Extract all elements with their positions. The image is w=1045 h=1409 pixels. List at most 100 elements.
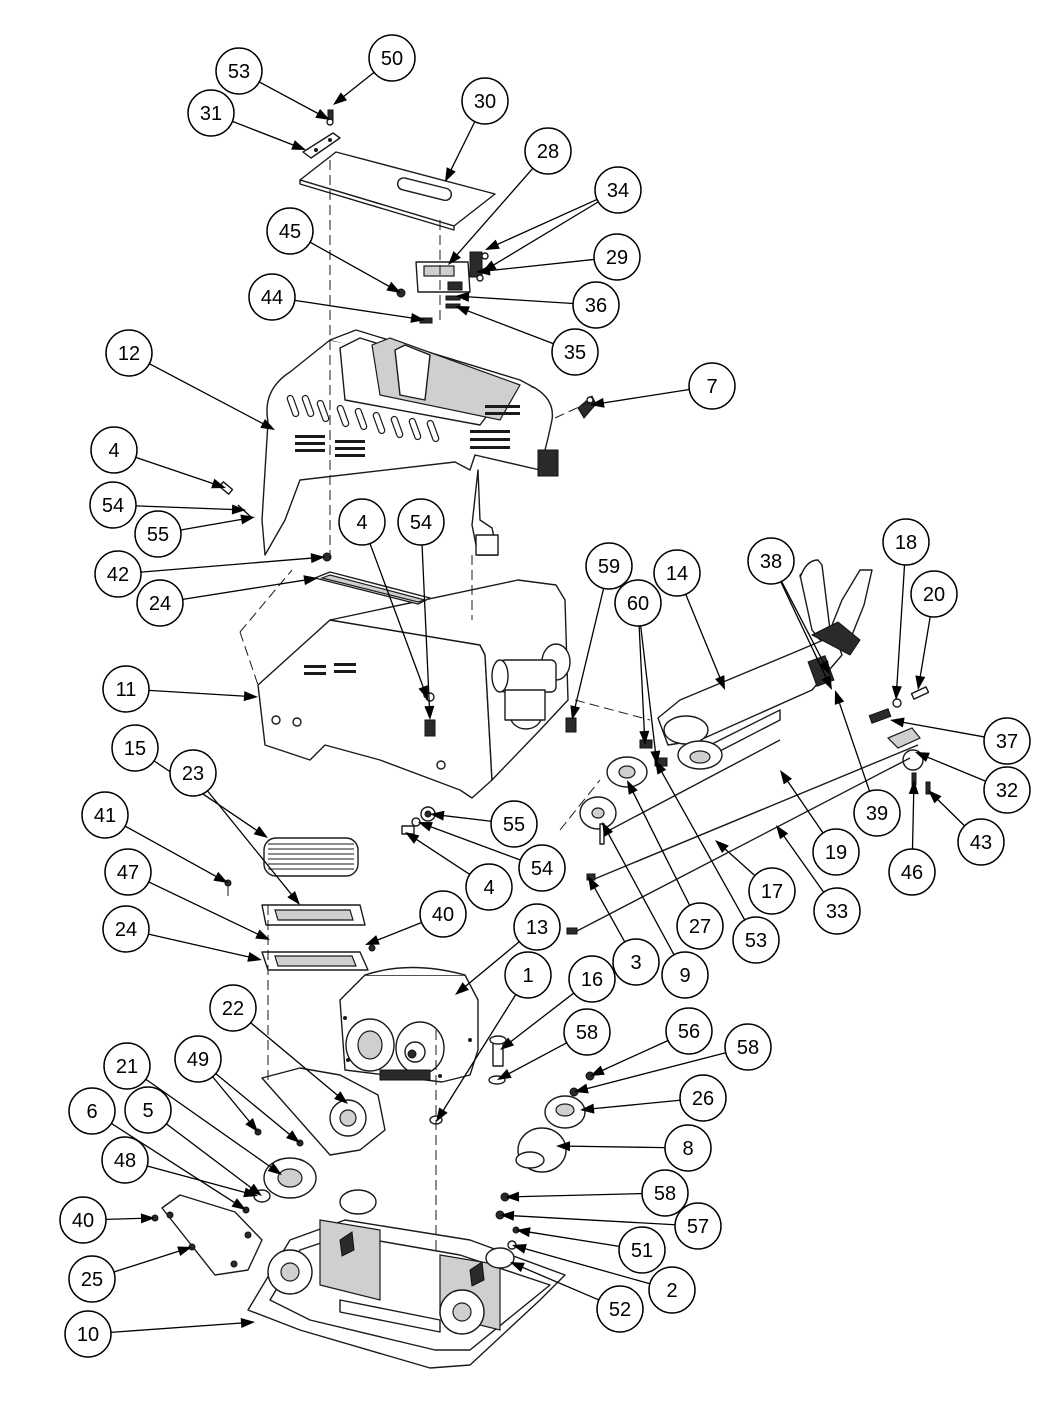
- leader-line-c48: [147, 1165, 249, 1195]
- leader-arrowhead-c58c: [505, 1191, 520, 1202]
- leader-line-c34: [493, 198, 598, 247]
- leader-arrowhead-c5: [247, 1183, 262, 1196]
- callout-number: 41: [94, 805, 116, 827]
- callout-number: 33: [826, 901, 848, 923]
- leader-arrowhead-c4a: [211, 478, 226, 489]
- leader-line-c20: [919, 616, 931, 681]
- leader-arrowhead-c9: [602, 822, 614, 837]
- callout-number: 34: [607, 180, 629, 202]
- leader-arrowhead-c43: [928, 790, 942, 804]
- callout-c17: 17: [748, 867, 796, 915]
- callout-number: 12: [118, 343, 140, 365]
- callout-number: 14: [666, 563, 688, 585]
- leader-line-c25: [113, 1249, 183, 1273]
- callout-circle: [136, 579, 184, 627]
- callout-c54c: 54: [518, 844, 566, 892]
- leader-line-c28: [454, 167, 534, 258]
- callout-c6: 6: [68, 1087, 116, 1135]
- callout-circle: [68, 1255, 116, 1303]
- leader-arrowhead-c41: [213, 871, 228, 883]
- leader-line-c47: [148, 881, 262, 937]
- callout-c41: 41: [81, 791, 129, 839]
- callout-circle: [653, 549, 701, 597]
- leader-line-c53a: [258, 81, 322, 116]
- callout-circle: [248, 273, 296, 321]
- leader-line-c58a: [505, 1042, 568, 1076]
- callout-c40a: 40: [419, 890, 467, 938]
- callout-c22: 22: [209, 984, 257, 1032]
- leader-line-c50: [340, 71, 375, 100]
- callout-c2: 2: [648, 1266, 696, 1314]
- callout-number: 35: [564, 342, 586, 364]
- leader-arrowhead-c57: [500, 1210, 515, 1221]
- callout-c10: 10: [64, 1310, 112, 1358]
- leader-arrowhead-c26: [580, 1103, 595, 1114]
- callout-circle: [853, 789, 901, 837]
- callout-circle: [572, 281, 620, 329]
- callout-circle: [101, 1136, 149, 1184]
- callout-circle: [187, 89, 235, 137]
- leader-arrowhead-c54c: [418, 822, 433, 832]
- leader-arrowhead-c34: [485, 239, 500, 250]
- leader-line-c49: [215, 1073, 293, 1138]
- leader-arrowhead-c12: [260, 419, 275, 430]
- leader-line-c21: [145, 1078, 275, 1170]
- leader-line-c57: [509, 1214, 676, 1226]
- callout-circle: [90, 426, 138, 474]
- callout-c60: 60: [614, 579, 662, 627]
- leader-line-c42: [140, 557, 316, 573]
- callout-c44: 44: [248, 273, 296, 321]
- leader-arrowhead-c47: [255, 929, 270, 940]
- leader-line-c12: [149, 363, 267, 426]
- callout-c53b: 53: [732, 916, 780, 964]
- callout-circle: [641, 1169, 689, 1217]
- callout-circle: [568, 955, 616, 1003]
- leader-line-c41: [124, 825, 220, 879]
- callout-c48: 48: [101, 1136, 149, 1184]
- callout-circle: [585, 542, 633, 590]
- callout-number: 6: [86, 1101, 97, 1123]
- callout-number: 2: [666, 1280, 677, 1302]
- leader-arrowhead-c49: [286, 1130, 300, 1143]
- leader-line-c60: [638, 625, 646, 736]
- parts-drawing: [151, 109, 931, 1369]
- leader-lines: [105, 71, 986, 1333]
- callout-c12: 12: [105, 329, 153, 377]
- callout-circle: [518, 844, 566, 892]
- callout-circle: [102, 905, 150, 953]
- leader-arrowhead-c40b: [140, 1213, 155, 1224]
- leader-line-c44: [294, 299, 416, 320]
- callout-number: 9: [679, 965, 690, 987]
- leader-arrowhead-c55b: [430, 810, 445, 821]
- callout-circle: [732, 916, 780, 964]
- leader-arrowhead-c46: [908, 780, 919, 795]
- callout-c14: 14: [653, 549, 701, 597]
- callout-number: 48: [114, 1150, 136, 1172]
- leader-arrowhead-c53a: [315, 108, 330, 120]
- leader-line-c45: [309, 241, 393, 289]
- part-rods-cables: [566, 739, 919, 935]
- leader-line-c33: [781, 832, 825, 893]
- callout-circle: [105, 329, 153, 377]
- leader-arrowhead-c3: [588, 876, 600, 891]
- leader-line-c39: [837, 699, 871, 792]
- callout-circle: [747, 537, 795, 585]
- part-cable-ends: [868, 686, 931, 795]
- leader-line-c14: [685, 594, 722, 681]
- callout-number: 15: [124, 738, 146, 760]
- callout-number: 44: [261, 287, 283, 309]
- callout-c38: 38: [747, 537, 795, 585]
- callout-number: 30: [474, 91, 496, 113]
- leader-arrowhead-c17: [715, 840, 729, 854]
- callout-number: 46: [901, 862, 923, 884]
- callout-circle: [957, 818, 1005, 866]
- leader-line-c19: [785, 777, 824, 834]
- callout-number: 4: [356, 512, 367, 534]
- callout-number: 55: [503, 814, 525, 836]
- callout-number: 40: [72, 1210, 94, 1232]
- leader-line-c46: [911, 789, 915, 850]
- callout-circle: [614, 579, 662, 627]
- callout-circle: [102, 665, 150, 713]
- callout-c53a: 53: [215, 47, 263, 95]
- leader-arrowhead-c1: [436, 1107, 448, 1122]
